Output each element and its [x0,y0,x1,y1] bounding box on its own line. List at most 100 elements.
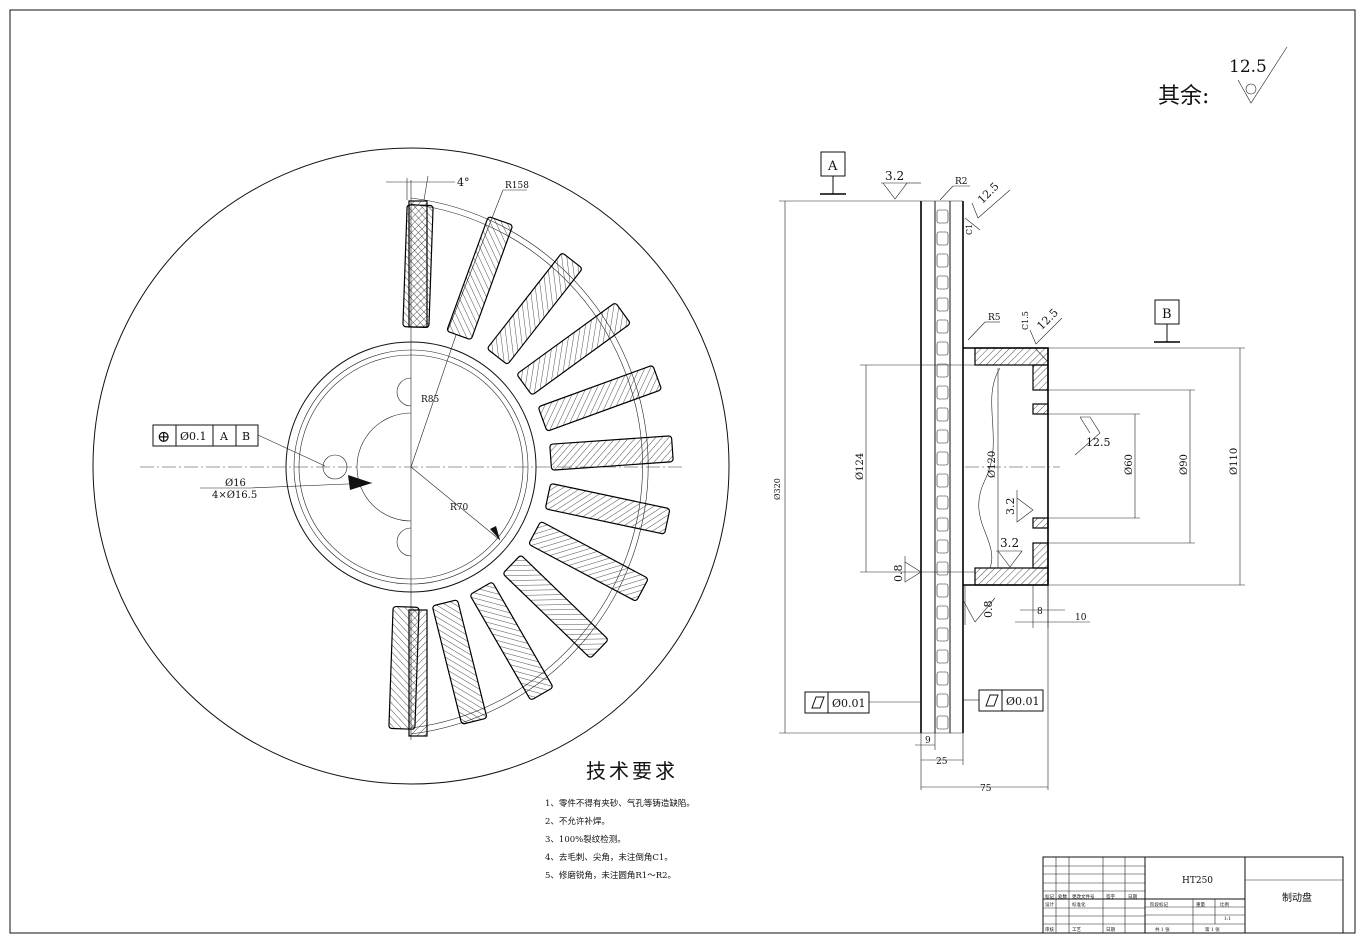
r2-label: R2 [955,177,968,187]
tech-item-1: 1、零件不得有夹砂、气孔等铸造缺陷。 [545,799,695,809]
position-ref1: A [219,430,229,443]
position-tolerance-frame: ⊕ Ø0.1 A B [152,424,326,467]
side-vent-block [936,385,949,400]
tech-requirements-list: 1、零件不得有夹砂、气孔等铸造缺陷。 2、不允许补焊。 3、100%裂纹检测。 … [545,795,695,885]
vent-slot [517,303,631,395]
row-label-3: 签字 [1106,893,1115,900]
d60: Ø60 [1124,454,1135,475]
flat-right-tol: Ø0.01 [1006,695,1040,708]
side-vent-block [936,473,949,488]
side-vent-block [936,451,949,466]
side-vent-block [936,671,949,686]
side-vent-block [936,297,949,312]
review-label: 审核 [1045,926,1054,933]
vent-slot [408,200,428,328]
position-symbol: ⊕ [157,427,170,446]
side-vent-block [936,407,949,422]
tech-requirements-title: 技术要求 [586,759,678,783]
d320: Ø320 [773,478,782,500]
side-vent-block [936,341,949,356]
side-vent-block [936,605,949,620]
d90: Ø90 [1179,454,1190,475]
side-vent-block [936,253,949,268]
side-vent-block [936,363,949,378]
dim-10: 10 [1075,613,1087,623]
side-vent-block [936,495,949,510]
vent-slot [538,365,662,432]
rough-08-right: 0.8 [982,601,995,619]
sheet-label: 第 1 张 [1205,926,1220,933]
tech-item-4: 4、去毛刺、尖角，未注倒角C1。 [545,853,673,863]
side-view: A B 3.2 R2 12.5 C1 R5 C1.5 12.5 [773,151,1245,794]
vent-slot [487,253,582,365]
front-view: 4° R158 R85 R70 Ø16 4×Ø16.5 ⊕ Ø0.1 A B [92,147,730,785]
flatness-frame-left: Ø0.01 [804,691,921,714]
rough-125-bore: 12.5 [1086,436,1111,449]
vent-slot [549,435,674,471]
design-label: 设计 [1045,901,1054,908]
vent-slot [528,521,648,602]
datum-b-label: B [1162,307,1172,322]
d110: Ø110 [1229,448,1240,475]
weight-label: 重量 [1196,901,1205,908]
side-vent-block [936,693,949,708]
flat-left-tol: Ø0.01 [832,697,866,710]
tech-item-2: 2、不允许补焊。 [545,817,610,827]
side-vent-block [936,231,949,246]
part-name: 制动盘 [1282,891,1312,904]
row-label-1: 处数 [1058,893,1067,900]
position-ref2: B [242,430,250,443]
datum-a-label: A [827,159,838,174]
rest-roughness-label: 其余: [1158,84,1210,109]
side-vent-block [936,429,949,444]
r70-label: R70 [450,503,469,513]
stage-label: 阶段标记 [1150,901,1168,908]
dim-75: 75 [980,784,992,794]
rest-roughness-value: 12.5 [1229,57,1267,77]
angle-label: 4° [457,176,470,189]
vent-slot [545,483,671,535]
side-vent-block [936,583,949,598]
dim-8: 8 [1037,607,1043,617]
vent-slot [446,216,513,340]
side-vent-block [936,561,949,576]
c15-label: C1.5 [1021,311,1030,330]
side-vent-block [936,715,949,730]
r5-label: R5 [988,313,1001,323]
rough-125-top: 12.5 [975,180,1002,207]
side-vent-block [936,319,949,334]
dim-9: 9 [925,736,931,746]
scale-value: 1:1 [1224,916,1231,922]
hole-dim-2: 4×Ø16.5 [212,490,257,501]
tech-item-3: 3、100%裂纹检测。 [545,835,626,845]
material: HT250 [1182,876,1213,886]
hole-dim-1: Ø16 [225,478,246,489]
position-tol: Ø0.1 [180,430,207,443]
vent-slot [408,609,428,737]
side-vent-block [936,209,949,224]
side-vent-block [936,627,949,642]
title-block: HT250 制动盘 标记 处数 更改文件号 签字 日期 设计 标准化 阶段标记 … [1042,856,1344,934]
c1-label: C1 [965,224,974,235]
rough-32-mid: 3.2 [1004,498,1017,516]
side-vent-block [936,275,949,290]
r158-label: R158 [505,181,529,191]
d120: Ø120 [987,451,998,478]
date-label: 日期 [1106,927,1115,933]
vent-slot [432,599,487,725]
rough-32-top: 3.2 [885,169,904,183]
rough-125-hub: 12.5 [1034,306,1061,333]
flatness-frame-right: Ø0.01 [963,689,1044,712]
rough-08-left: 0.8 [892,565,905,583]
sheets-label: 共 1 张 [1155,926,1170,933]
side-vent-block [936,649,949,664]
row-label-0: 标记 [1045,893,1054,900]
drawing-border [9,9,1356,934]
rough-32-low: 3.2 [1000,536,1019,550]
datum-a: A [820,151,846,195]
dim-25: 25 [936,757,948,767]
d124: Ø124 [855,453,866,480]
vent-slot [503,555,608,658]
side-vent-block [936,539,949,554]
process-label: 工艺 [1072,927,1081,933]
